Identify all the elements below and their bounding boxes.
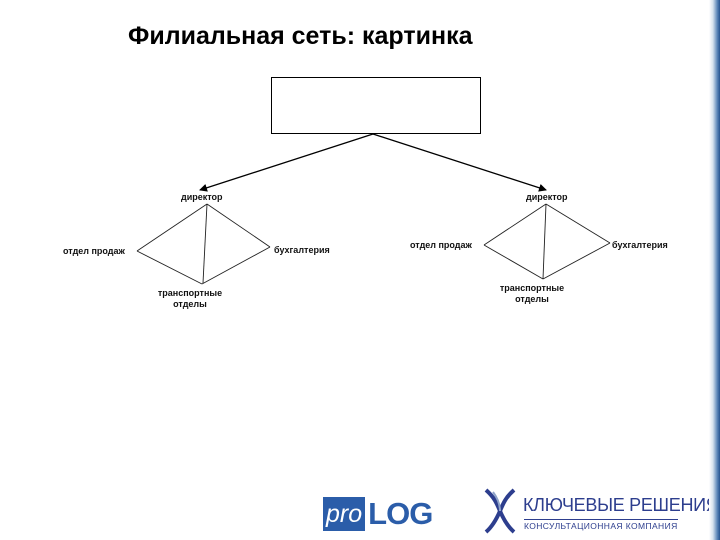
arrow-to-left-branch	[199, 133, 374, 192]
prolog-logo-pro: pro	[323, 497, 366, 531]
left-sales-label: отдел продаж	[63, 246, 125, 256]
prolog-logo: pro LOG	[323, 496, 433, 532]
right-accounting-label: бухгалтерия	[612, 240, 668, 250]
right-director-label: директор	[526, 192, 568, 202]
right-transport-label: транспортные отделы	[492, 283, 572, 305]
right-decorative-bar	[709, 0, 720, 540]
prolog-logo-log: LOG	[368, 496, 433, 531]
key-solutions-name: КЛЮЧЕВЫЕ РЕШЕНИЯ	[523, 495, 719, 515]
arrow-to-right-branch	[372, 133, 547, 192]
right-transport-line2: отделы	[515, 294, 549, 304]
page-title: Филиальная сеть: картинка	[128, 22, 473, 50]
left-director-label: директор	[181, 192, 223, 202]
key-solutions-logo: КЛЮЧЕВЫЕ РЕШЕНИЯ КОНСУЛЬТАЦИОННАЯ КОМПАН…	[483, 488, 719, 534]
right-sales-label: отдел продаж	[410, 240, 472, 250]
right-transport-line1: транспортные	[499, 283, 565, 293]
left-branch-diamond	[136, 203, 271, 285]
left-accounting-label: бухгалтерия	[274, 245, 330, 255]
key-solutions-emblem-icon	[484, 488, 516, 534]
head-office-box	[271, 77, 481, 134]
left-transport-line2: отделы	[173, 299, 207, 309]
left-transport-label: транспортные отделы	[150, 288, 230, 310]
right-branch-diamond	[483, 203, 611, 280]
key-solutions-tagline: КОНСУЛЬТАЦИОННАЯ КОМПАНИЯ	[524, 519, 678, 531]
left-transport-line1: транспортные	[157, 288, 223, 298]
